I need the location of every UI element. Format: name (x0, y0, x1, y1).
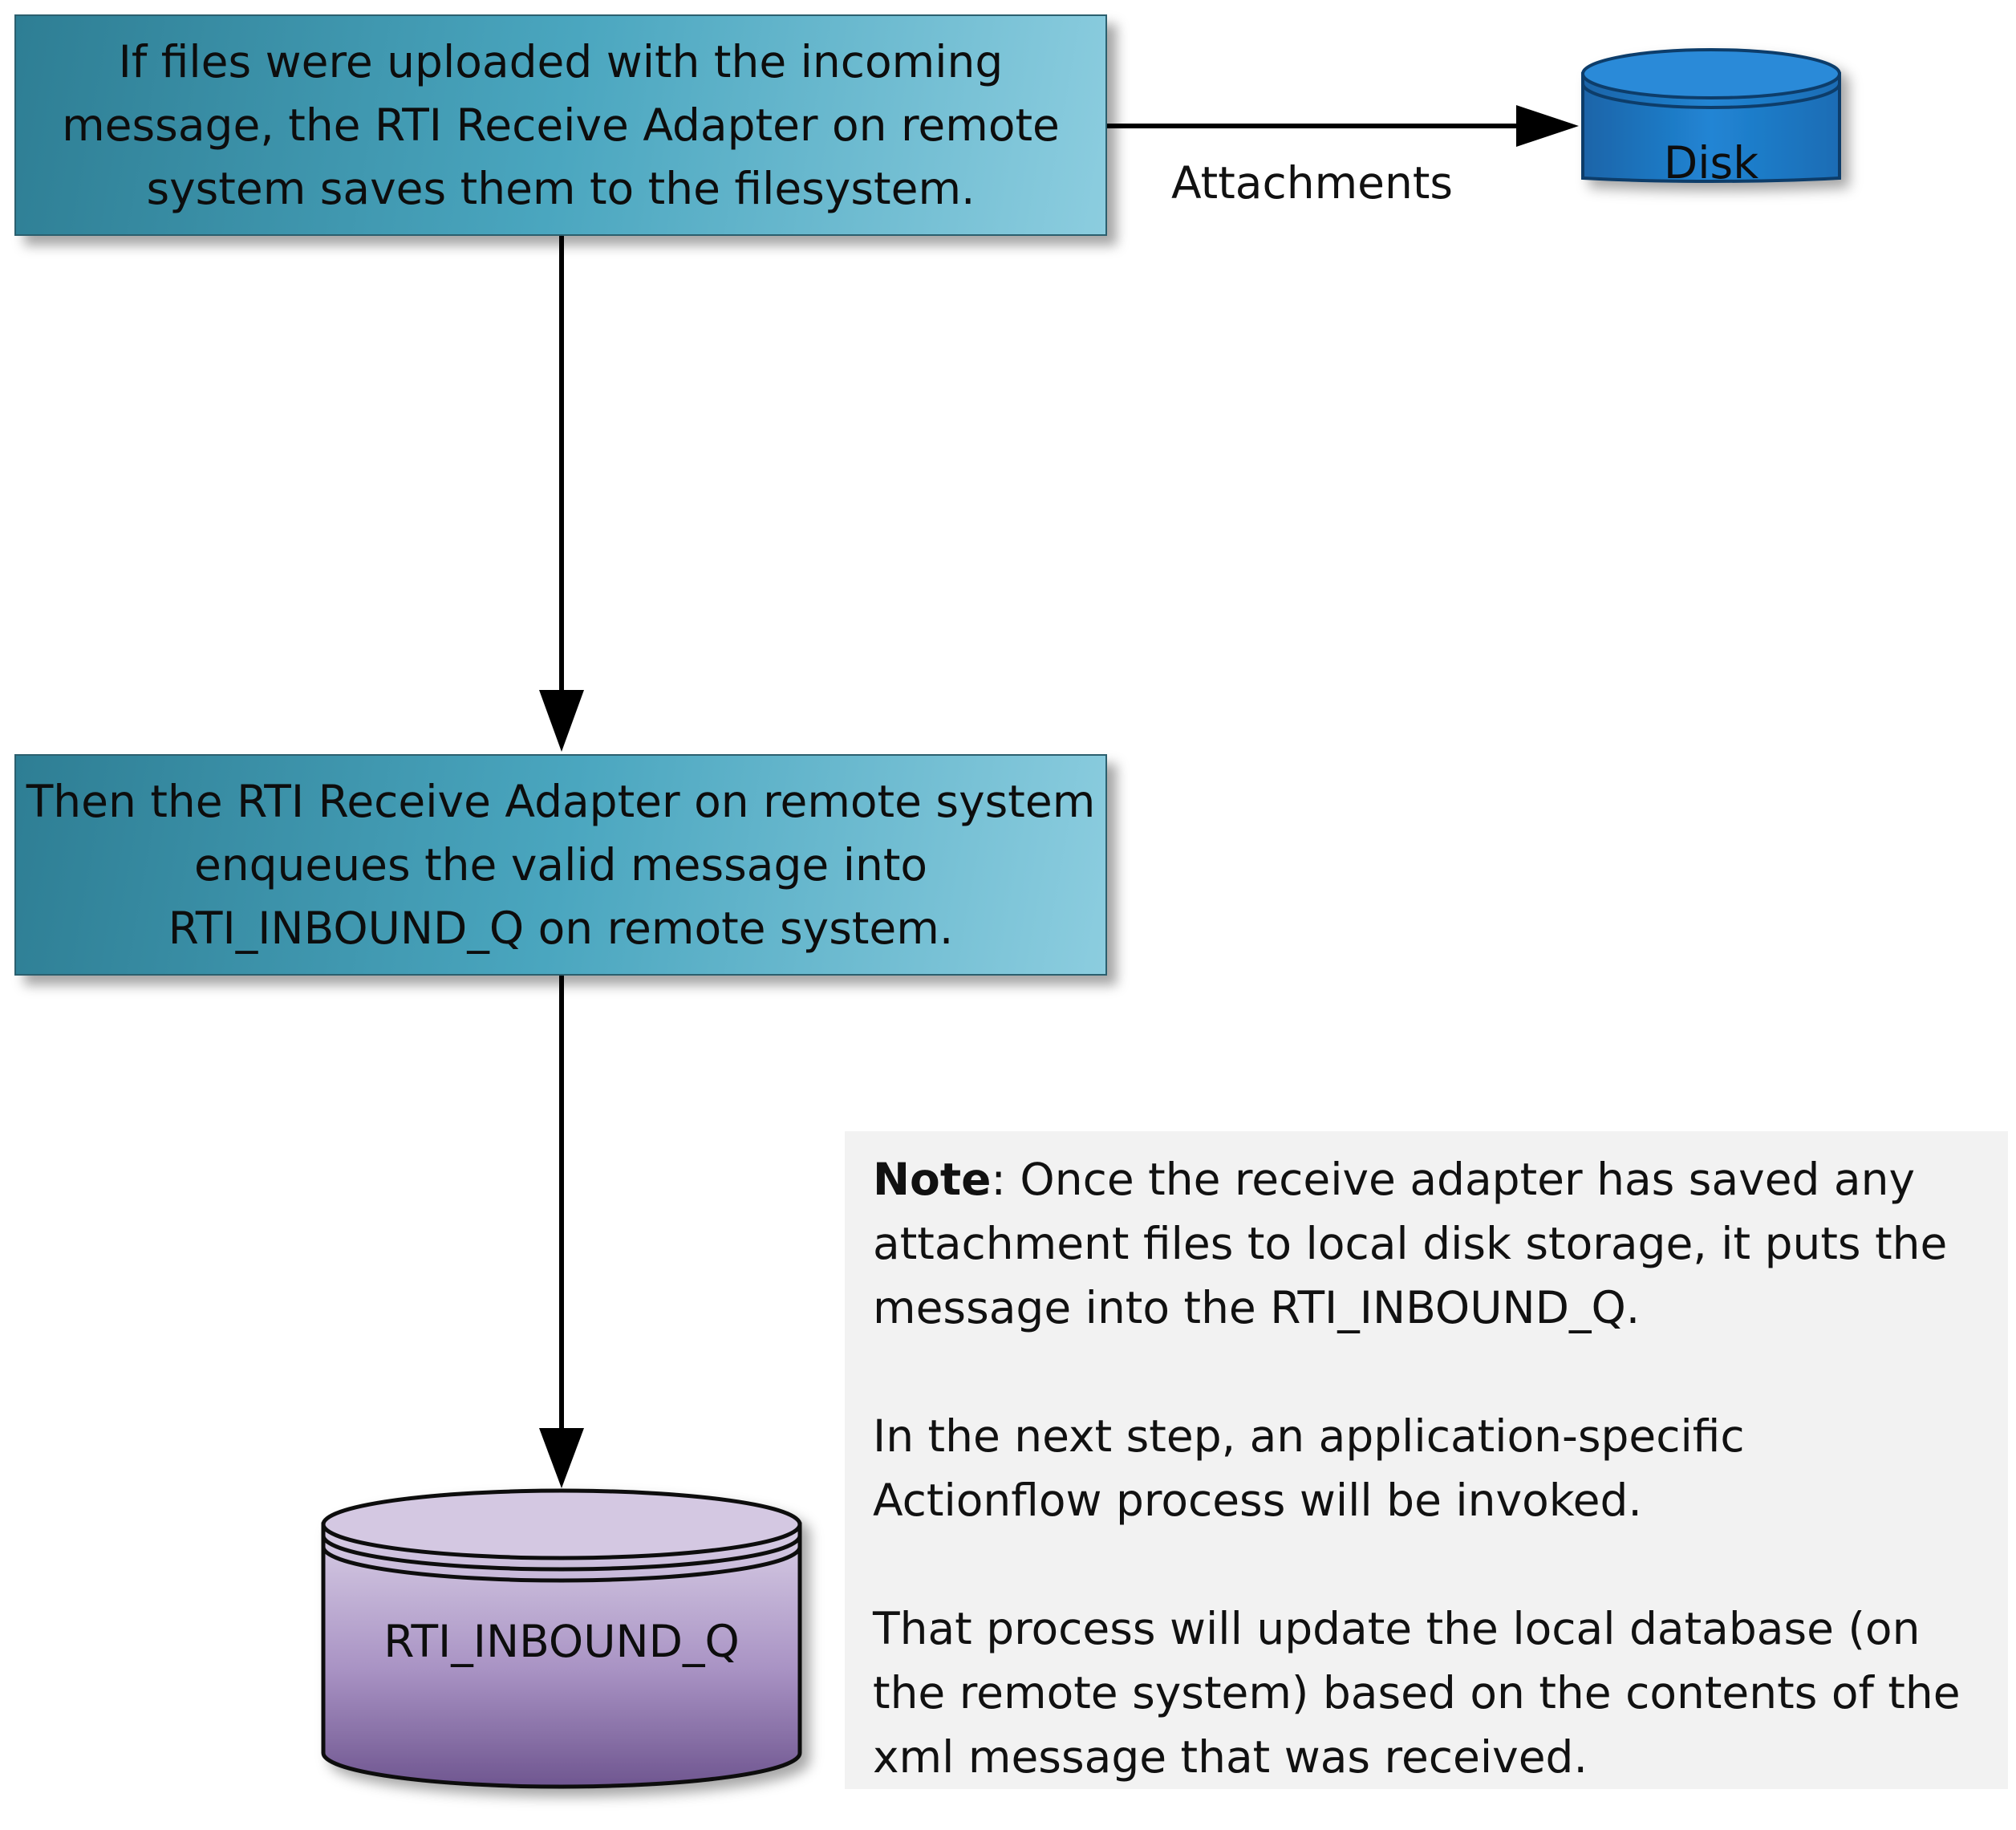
arrow-box2-to-queue (539, 975, 584, 1488)
queue-label: RTI_INBOUND_Q (383, 1616, 740, 1667)
edge-label-attachments: Attachments (1171, 157, 1454, 209)
note-box: Note: Once the receive adapter has saved… (845, 1131, 2008, 1789)
process-box-save-attachments: If files were uploaded with the incoming… (14, 14, 1107, 236)
process-box-save-attachments-text: If files were uploaded with the incoming… (62, 35, 1060, 214)
arrow-to-disk (1107, 105, 1579, 147)
queue-cylinder-icon (321, 1488, 802, 1789)
process-box-enqueue-message-text: Then the RTI Receive Adapter on remote s… (26, 775, 1096, 954)
note-heading: Note (873, 1154, 992, 1205)
note-paragraph-3: That process will update the local datab… (873, 1603, 1961, 1783)
disk-label: Disk (1664, 137, 1758, 189)
disk-cylinder-icon (1581, 48, 1841, 184)
note-paragraph-2: In the next step, an application-specifi… (873, 1410, 1745, 1526)
arrow-box1-to-box2 (539, 234, 584, 752)
note-text-1: : Once the receive adapter has saved any… (873, 1154, 1948, 1333)
note-paragraph-1: Note: Once the receive adapter has saved… (873, 1147, 1984, 1340)
process-box-enqueue-message: Then the RTI Receive Adapter on remote s… (14, 754, 1107, 976)
